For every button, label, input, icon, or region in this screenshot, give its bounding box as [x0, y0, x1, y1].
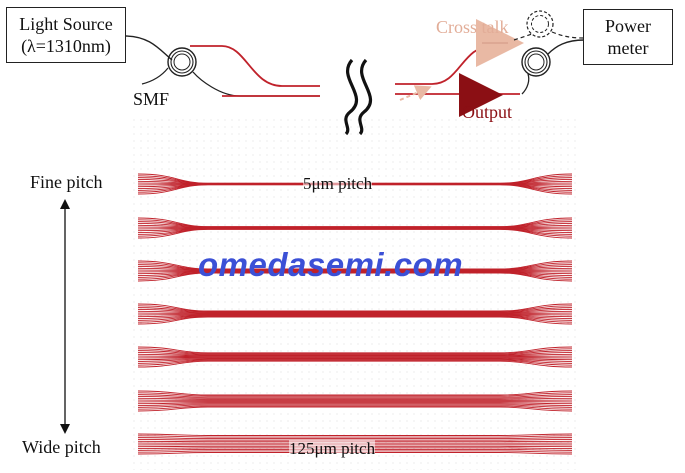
input-coupler-bend — [190, 45, 320, 87]
waveguide-row — [137, 346, 573, 368]
waveguide-line — [137, 305, 573, 312]
fiber-label: SMF — [133, 89, 170, 109]
crosstalk-label: Cross talk — [436, 17, 509, 37]
waveguide-line — [137, 348, 573, 355]
waveguide-line — [137, 405, 573, 410]
input-fiber-coil-icon — [167, 47, 197, 77]
waveguide-line — [137, 359, 573, 364]
waveguide-line — [137, 303, 573, 312]
output-coupler-bend — [395, 45, 514, 85]
waveguide-line — [137, 406, 573, 412]
waveguide-line — [137, 352, 573, 356]
waveguide-line — [137, 435, 573, 438]
waveguide-line — [137, 315, 573, 321]
waveguide-line — [137, 356, 573, 359]
waveguide-line — [137, 390, 573, 396]
light-source-title: Light Source — [19, 14, 113, 34]
watermark-text: omedasemi.com — [198, 246, 464, 283]
waveguide-line — [137, 360, 573, 368]
light-source-box: Light Source (λ=1310nm) — [6, 7, 126, 63]
power-meter-line1: Power — [605, 16, 651, 36]
waveguide-line — [137, 310, 573, 314]
waveguide-line — [137, 392, 573, 397]
waveguide-line — [137, 313, 573, 316]
waveguide-line — [137, 433, 573, 436]
waveguide-row — [137, 217, 573, 239]
light-source-wavelength: (λ=1310nm) — [21, 36, 111, 56]
waveguide-line — [137, 307, 573, 313]
waveguide-row — [137, 390, 573, 412]
waveguide-line — [137, 396, 573, 399]
waveguide-line — [137, 394, 573, 398]
waveguide-line — [137, 402, 573, 405]
power-meter-line2: meter — [607, 38, 649, 58]
input-fiber-to-chip — [141, 67, 169, 85]
waveguide-line — [137, 403, 573, 406]
input-fiber — [124, 35, 173, 61]
input-fiber-lead — [192, 71, 320, 97]
waveguide-line — [137, 437, 573, 440]
waveguide-row — [137, 303, 573, 325]
waveguide-line — [137, 358, 573, 362]
pitch-arrow-head-top — [60, 199, 70, 209]
wide-pitch-label: Wide pitch — [22, 437, 101, 457]
array-background — [132, 118, 577, 470]
waveguide-line — [137, 346, 573, 354]
crosstalk-fiber-dashed — [513, 31, 585, 41]
output-fiber-lead — [521, 73, 530, 95]
waveguide-line — [137, 404, 573, 408]
power-meter-box: Power meter — [583, 9, 673, 65]
waveguide-array — [137, 173, 573, 455]
waveguide-line — [137, 397, 573, 400]
waveguide-line — [137, 272, 573, 282]
top-pitch-label: 5μm pitch — [303, 174, 373, 193]
waveguide-line — [137, 228, 573, 239]
break-symbol-right — [358, 58, 372, 136]
waveguide-line — [137, 309, 573, 314]
crosstalk-dashed-path — [399, 85, 432, 101]
fine-pitch-label: Fine pitch — [30, 172, 103, 192]
output-fiber-coil-icon — [521, 47, 551, 77]
waveguide-line — [137, 350, 573, 355]
waveguide-line — [137, 357, 573, 361]
break-symbol-left — [344, 58, 358, 136]
waveguide-line — [137, 355, 573, 358]
waveguide-row — [137, 260, 573, 282]
waveguide-line — [137, 314, 573, 318]
waveguide-line — [137, 312, 573, 315]
waveguide-line — [137, 314, 573, 319]
output-label: Output — [462, 102, 513, 122]
output-fiber-to-meter — [547, 39, 585, 55]
waveguide-line — [137, 316, 573, 323]
crosstalk-coil-dashed-icon — [526, 10, 554, 38]
bottom-pitch-label: 125μm pitch — [289, 439, 376, 458]
pitch-arrow-head-bottom — [60, 424, 70, 434]
waveguide-line — [137, 353, 573, 357]
waveguide-line — [137, 316, 573, 325]
waveguide-line — [137, 359, 573, 366]
